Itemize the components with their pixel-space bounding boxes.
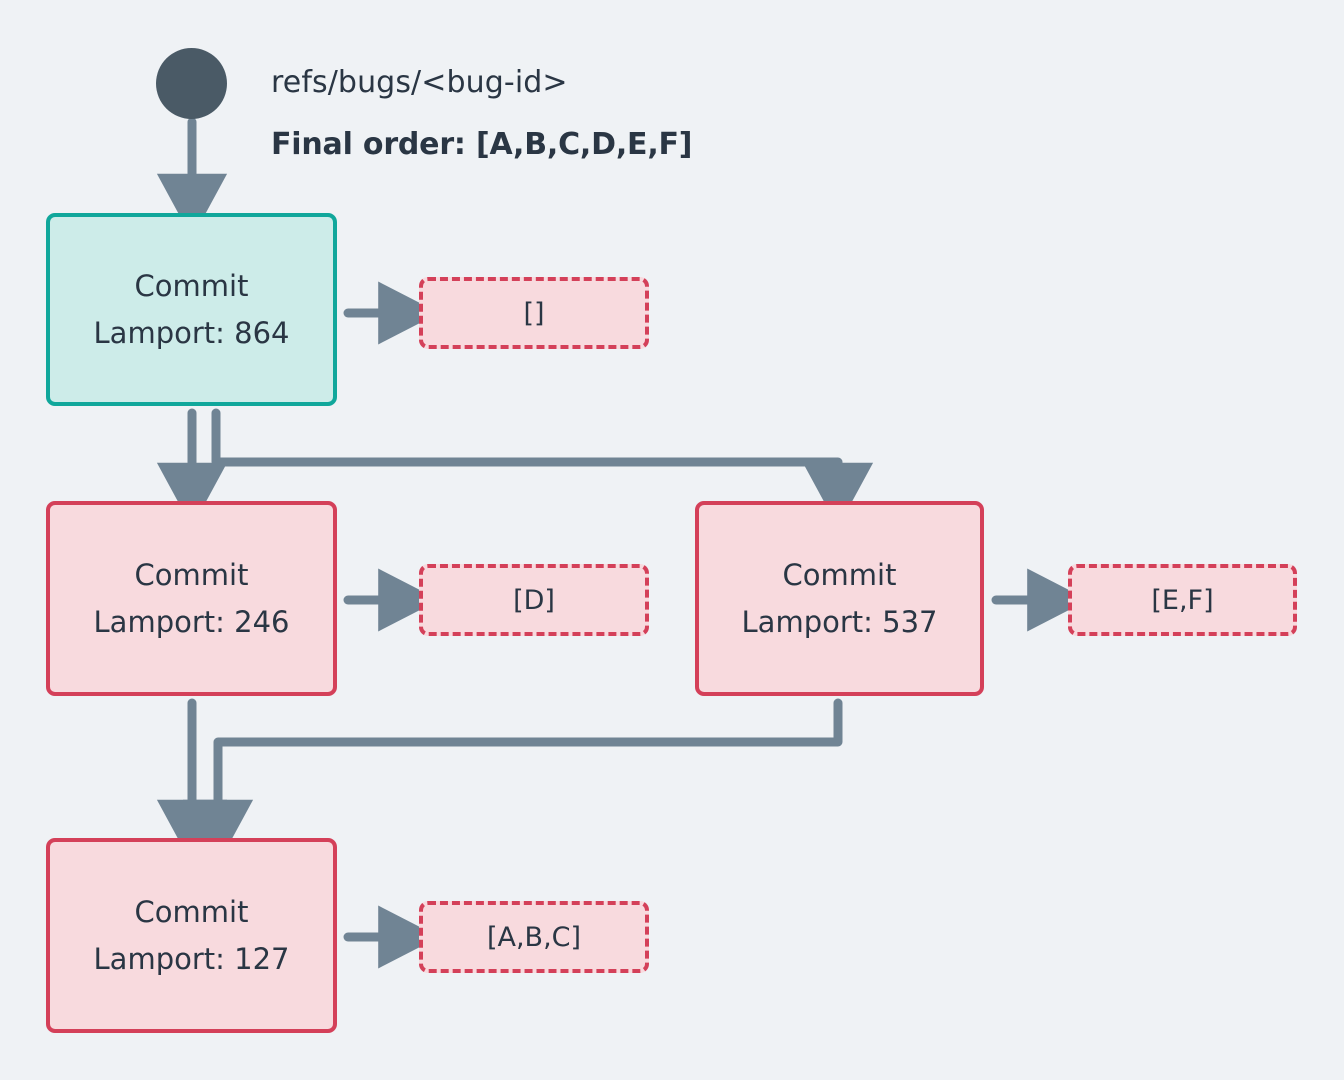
payload-label: [E,F] [1151,584,1214,616]
payload-node-537: [E,F] [1068,564,1297,636]
ref-path-label: refs/bugs/<bug-id> [271,65,568,100]
final-order-label: Final order: [A,B,C,D,E,F] [271,127,693,162]
payload-label: [A,B,C] [486,921,582,953]
commit-node-864[interactable]: Commit Lamport: 864 [46,213,337,406]
payload-label: [] [523,297,545,329]
commit-node-127[interactable]: Commit Lamport: 127 [46,838,337,1033]
payload-node-246: [D] [419,564,649,636]
commit-lamport: Lamport: 127 [93,941,290,976]
payload-label: [D] [513,584,555,616]
commit-title: Commit [134,894,249,929]
commit-lamport: Lamport: 864 [93,315,290,350]
commit-title: Commit [782,557,897,592]
payload-node-127: [A,B,C] [419,901,649,973]
commit-title: Commit [134,557,249,592]
head-ref-node [156,48,227,119]
edge-commit-864-to-commit-537 [211,408,874,528]
commit-title: Commit [134,268,249,303]
commit-node-246[interactable]: Commit Lamport: 246 [46,501,337,696]
commit-lamport: Lamport: 246 [93,604,290,639]
commit-node-537[interactable]: Commit Lamport: 537 [695,501,984,696]
commit-lamport: Lamport: 537 [741,604,938,639]
edge-commit-537-to-commit-127 [182,698,843,865]
payload-node-864: [] [419,277,649,349]
